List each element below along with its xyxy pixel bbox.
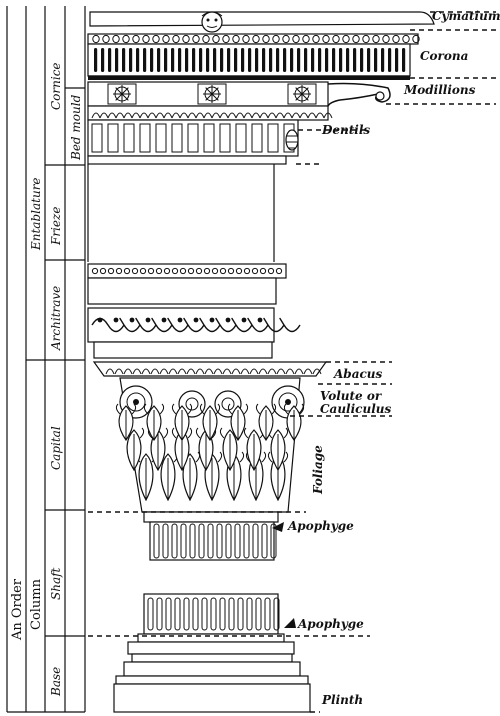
cymatium-mould (89, 11, 435, 27)
architrave-scroll-band (91, 317, 301, 333)
label-architrave: Architrave (49, 286, 63, 351)
label-cornice: Cornice (49, 62, 63, 110)
label-foliage: Foliage (311, 445, 325, 495)
label-an-order: An Order (10, 578, 25, 641)
bed-mould-pattern (91, 112, 333, 119)
right-labels: Cymatium Corona Modillions Dentils Abacu… (287, 9, 500, 707)
leader-lines (88, 11, 496, 713)
label-bed-mould: Bed mould (69, 94, 83, 161)
corona-flutes (94, 48, 406, 72)
label-entablature: Entablature (29, 177, 43, 251)
capital-drawing (92, 361, 328, 513)
frieze-drawing (87, 164, 275, 262)
label-dentils: Dentils (321, 123, 370, 137)
label-frieze: Frieze (49, 207, 63, 246)
label-column: Column (29, 578, 44, 630)
left-label-columns: An Order Entablature Column Cornice Bed … (6, 6, 86, 713)
label-modillions: Modillions (403, 83, 476, 97)
label-cymatium: Cymatium (432, 9, 500, 23)
label-apophyge-top: Apophyge (287, 519, 354, 533)
label-abacus: Abacus (333, 367, 383, 381)
lion-head-ornament (201, 11, 223, 33)
label-shaft: Shaft (49, 567, 63, 600)
modillion-rosettes (107, 83, 317, 105)
architrave-drawing (87, 263, 301, 359)
label-plinth: Plinth (321, 693, 363, 707)
label-base: Base (49, 667, 63, 697)
shaft-top-flutes (153, 523, 277, 559)
acanthus-foliage (115, 403, 305, 502)
base-drawing (113, 641, 311, 713)
label-capital: Capital (49, 426, 63, 470)
abacus-ornament (105, 368, 322, 375)
shaft-top-drawing (143, 511, 279, 561)
cornice-drawing (87, 11, 435, 165)
shaft-bottom-drawing (137, 593, 285, 643)
label-cauliculus: Cauliculus (320, 402, 391, 416)
label-volute: Volute or (320, 389, 383, 403)
modillion-scroll (327, 82, 391, 107)
label-apophyge-base: Apophyge (297, 617, 364, 631)
egg-and-dart-band (92, 34, 420, 44)
label-corona: Corona (420, 49, 468, 63)
shaft-bottom-flutes (147, 597, 280, 631)
architrave-top-band (91, 267, 283, 275)
dentil-blocks (91, 123, 295, 153)
